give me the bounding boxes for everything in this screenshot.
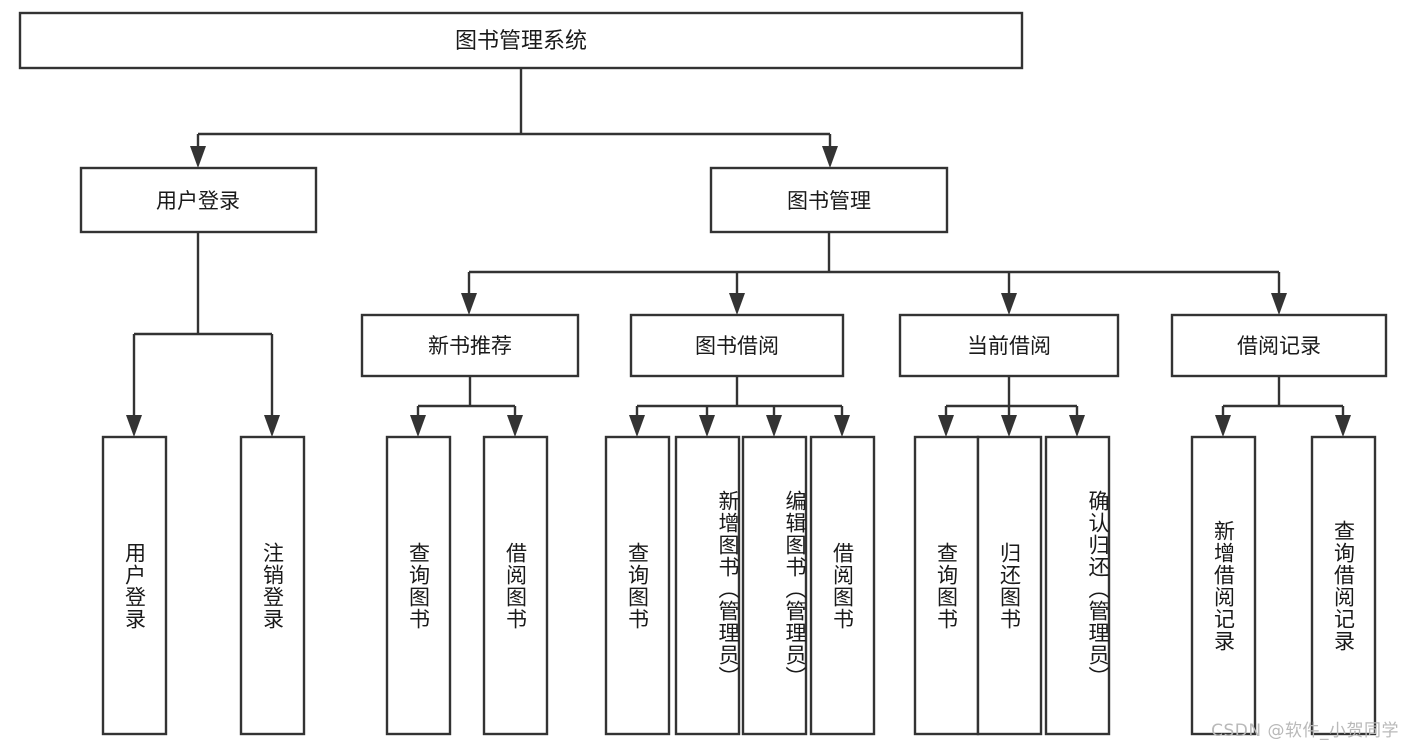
arrow-head-leaf-confirm-return xyxy=(1069,415,1085,437)
node-book-manage[interactable]: 图书管理 xyxy=(709,166,949,234)
arrow-head-user-login xyxy=(190,146,206,168)
node-book-borrow[interactable]: 图书借阅 xyxy=(629,313,845,378)
arrow-head-leaf-add-record xyxy=(1215,415,1231,437)
node-leaf-borrow-book-2-box[interactable] xyxy=(809,435,876,736)
connector-current-borrow-to-leaves xyxy=(938,376,1085,437)
connector-book-manage-to-level3 xyxy=(461,232,1287,315)
node-root[interactable]: 图书管理系统 xyxy=(18,11,1024,70)
node-leaf-query-book-2-box[interactable] xyxy=(604,435,671,736)
node-root-label: 图书管理系统 xyxy=(455,29,587,54)
node-leaf-add-record-box[interactable] xyxy=(1190,435,1257,736)
connector-book-borrow-to-leaves xyxy=(629,376,850,437)
csdn-watermark: CSDN @软件_小贺同学 xyxy=(1211,721,1399,741)
arrow-head-leaf-query-book-1 xyxy=(410,415,426,437)
node-user-login-label: 用户登录 xyxy=(156,189,240,213)
node-leaf-query-record-box[interactable] xyxy=(1310,435,1377,736)
arrow-head-book-borrow xyxy=(729,293,745,315)
arrow-head-new-book-recommend xyxy=(461,293,477,315)
arrow-head-leaf-user-login xyxy=(126,415,142,437)
connector-root-to-level2 xyxy=(190,68,838,168)
node-root-box xyxy=(18,11,1024,70)
arrow-head-leaf-query-book-2 xyxy=(629,415,645,437)
node-borrow-record[interactable]: 借阅记录 xyxy=(1170,313,1388,378)
node-leaf-query-book-1-box[interactable] xyxy=(385,435,452,736)
arrow-head-leaf-query-record xyxy=(1335,415,1351,437)
arrow-head-current-borrow xyxy=(1001,293,1017,315)
connector-user-login-to-leaves xyxy=(126,232,280,437)
node-new-book-recommend[interactable]: 新书推荐 xyxy=(360,313,580,378)
arrow-head-leaf-logout xyxy=(264,415,280,437)
node-leaf-borrow-book-1-box[interactable] xyxy=(482,435,549,736)
node-leaf-confirm-return-box[interactable] xyxy=(1044,435,1111,736)
arrow-head-borrow-record xyxy=(1271,293,1287,315)
arrow-head-leaf-borrow-book-2 xyxy=(834,415,850,437)
arrow-head-leaf-query-book-3 xyxy=(938,415,954,437)
node-new-book-recommend-label: 新书推荐 xyxy=(428,334,512,358)
connector-borrow-record-to-leaves xyxy=(1215,376,1351,437)
node-borrow-record-label: 借阅记录 xyxy=(1237,334,1321,358)
node-leaf-logout-box[interactable] xyxy=(239,435,306,736)
node-current-borrow-box xyxy=(898,313,1120,378)
arrow-head-leaf-edit-book xyxy=(766,415,782,437)
node-book-manage-label: 图书管理 xyxy=(787,189,871,213)
node-user-login[interactable]: 用户登录 xyxy=(79,166,318,234)
node-leaf-user-login-box[interactable] xyxy=(101,435,168,736)
node-current-borrow[interactable]: 当前借阅 xyxy=(898,313,1120,378)
node-user-login-box xyxy=(79,166,318,234)
arrow-head-leaf-borrow-book-1 xyxy=(507,415,523,437)
node-book-borrow-label: 图书借阅 xyxy=(695,334,779,358)
arrow-head-leaf-return-book xyxy=(1001,415,1017,437)
node-leaf-add-book-box[interactable] xyxy=(674,435,741,736)
node-leaf-return-book-box[interactable] xyxy=(976,435,1043,736)
connector-new-book-recommend-to-leaves xyxy=(410,376,523,437)
node-leaf-query-book-3-box[interactable] xyxy=(913,435,980,736)
arrow-head-leaf-add-book xyxy=(699,415,715,437)
node-leaf-edit-book-box[interactable] xyxy=(741,435,808,736)
node-current-borrow-label: 当前借阅 xyxy=(967,334,1051,358)
arrow-head-book-manage xyxy=(822,146,838,168)
node-new-book-recommend-box xyxy=(360,313,580,378)
